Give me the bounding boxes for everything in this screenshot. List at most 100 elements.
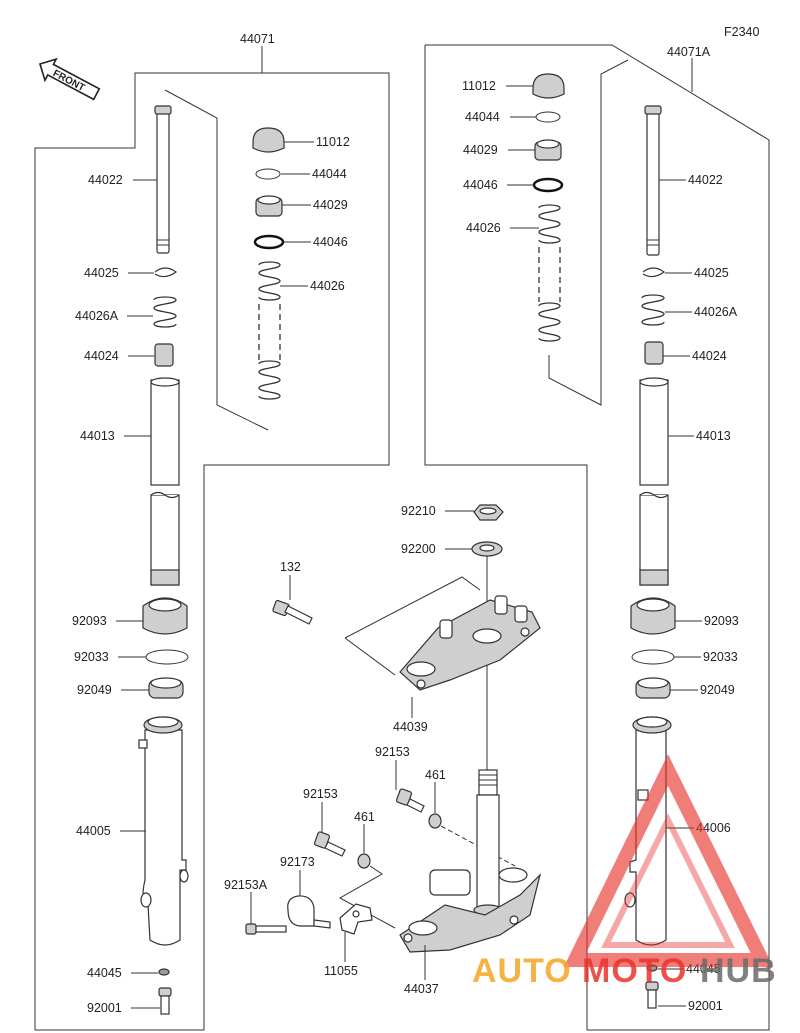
- right-assembly-boundary: [424, 44, 770, 1031]
- label-oilseal-left: 92049: [77, 683, 112, 697]
- right-bottom-bolt: [645, 981, 659, 1009]
- right-ring: [535, 111, 561, 123]
- left-main-spring: [258, 261, 281, 400]
- label-gasket-left: 44045: [87, 966, 122, 980]
- label-piece-left: 44024: [84, 349, 119, 363]
- label-oring-left: 44046: [313, 235, 348, 249]
- label-stopring-right: 44025: [694, 266, 729, 280]
- label-pipe-right: 44022: [688, 173, 723, 187]
- guide-132-a: [344, 576, 481, 639]
- left-damper-guide: [164, 89, 269, 431]
- right-piece: [644, 341, 664, 365]
- watermark-hub: HUB: [700, 952, 777, 990]
- right-dust-seal: [630, 597, 676, 635]
- label-bolt-right: 92001: [688, 999, 723, 1013]
- watermark-logo: [563, 754, 774, 967]
- left-bottom-bolt: [158, 987, 172, 1015]
- label-snapring-right: 92033: [703, 650, 738, 664]
- right-cap: [532, 73, 565, 99]
- left-oil-seal: [148, 677, 184, 699]
- left-snap-ring: [145, 649, 189, 665]
- label-innertube-right: 44013: [696, 429, 731, 443]
- washer-461-lower: [357, 853, 371, 869]
- right-damper-guide: [548, 59, 629, 406]
- right-stop-ring: [642, 267, 666, 278]
- label-bolt-left: 92001: [87, 1001, 122, 1015]
- label-washer: 92200: [401, 542, 436, 556]
- label-clampbolt-lower: 92153: [303, 787, 338, 801]
- left-seat: [255, 195, 283, 217]
- hose-clamp: [287, 895, 331, 929]
- label-pipe-left: 44022: [88, 173, 123, 187]
- right-inner-tube: [639, 377, 669, 586]
- left-ring: [255, 168, 281, 180]
- left-cap: [252, 127, 285, 153]
- guide-132-b: [344, 637, 396, 676]
- upper-bracket: [399, 595, 541, 691]
- label-clampbolt-a: 92153A: [224, 878, 268, 892]
- right-seat: [534, 139, 562, 161]
- label-461-lower: 461: [354, 810, 375, 824]
- upper-bracket-bolt: [272, 599, 313, 625]
- label-ring-right: 44044: [465, 110, 500, 124]
- label-seat-right: 44029: [463, 143, 498, 157]
- label-cap-right: 11012: [462, 79, 496, 93]
- bracket-11055: [339, 903, 373, 935]
- label-bracket: 11055: [324, 964, 358, 978]
- label-right-assembly: 44071A: [667, 45, 711, 59]
- label-oring-right: 44046: [463, 178, 498, 192]
- label-outertube-left: 44005: [76, 824, 111, 838]
- left-assembly-boundary: [34, 50, 390, 1031]
- front-arrow-icon: FRONT: [38, 57, 101, 101]
- clamp-bolt-a: [245, 923, 287, 935]
- label-cap-left: 11012: [316, 135, 350, 149]
- diagram-code: F2340: [724, 25, 759, 39]
- lower-bracket: [399, 867, 542, 953]
- right-snap-ring: [631, 649, 675, 665]
- label-left-assembly: 44071: [240, 32, 275, 46]
- label-ring-left: 44044: [312, 167, 347, 181]
- label-nut: 92210: [401, 504, 436, 518]
- label-clampbolt-upper: 92153: [375, 745, 410, 759]
- label-spring-right: 44026: [466, 221, 501, 235]
- left-piece: [154, 343, 174, 367]
- watermark-auto: AUTO: [472, 952, 572, 990]
- label-stem: 44037: [404, 982, 439, 996]
- label-rebound-left: 44026A: [75, 309, 119, 323]
- label-461-upper: 461: [425, 768, 446, 782]
- right-rebound-spring: [641, 294, 665, 326]
- label-seat-left: 44029: [313, 198, 348, 212]
- left-damper-pipe: [154, 105, 172, 254]
- label-dustseal-left: 92093: [72, 614, 107, 628]
- label-spring-left: 44026: [310, 279, 345, 293]
- left-gasket: [158, 968, 170, 976]
- watermark-moto: MOTO: [582, 952, 687, 990]
- label-rebound-right: 44026A: [694, 305, 738, 319]
- label-dustseal-right: 92093: [704, 614, 739, 628]
- label-upper-bracket: 44039: [393, 720, 428, 734]
- label-oilseal-right: 92049: [700, 683, 735, 697]
- steering-washer: [471, 541, 503, 557]
- label-piece-right: 44024: [692, 349, 727, 363]
- washer-461-upper: [428, 813, 442, 829]
- label-snapring-left: 92033: [74, 650, 109, 664]
- label-innertube-left: 44013: [80, 429, 115, 443]
- steering-nut: [473, 504, 504, 521]
- left-stop-ring: [154, 267, 178, 278]
- right-main-spring: [538, 204, 561, 342]
- left-dust-seal: [142, 597, 188, 635]
- right-damper-pipe: [644, 105, 662, 256]
- label-clamp: 92173: [280, 855, 315, 869]
- left-oring: [253, 234, 285, 250]
- left-rebound-spring: [153, 296, 177, 328]
- label-stopring-left: 44025: [84, 266, 119, 280]
- clamp-bolt-upper: [395, 788, 425, 813]
- steering-stem: [473, 769, 503, 916]
- left-outer-tube: [138, 716, 189, 946]
- label-bolt-132: 132: [280, 560, 301, 574]
- right-oring: [532, 177, 564, 193]
- clamp-bolt-lower: [313, 831, 346, 857]
- left-inner-tube: [150, 377, 180, 586]
- right-oil-seal: [635, 677, 671, 699]
